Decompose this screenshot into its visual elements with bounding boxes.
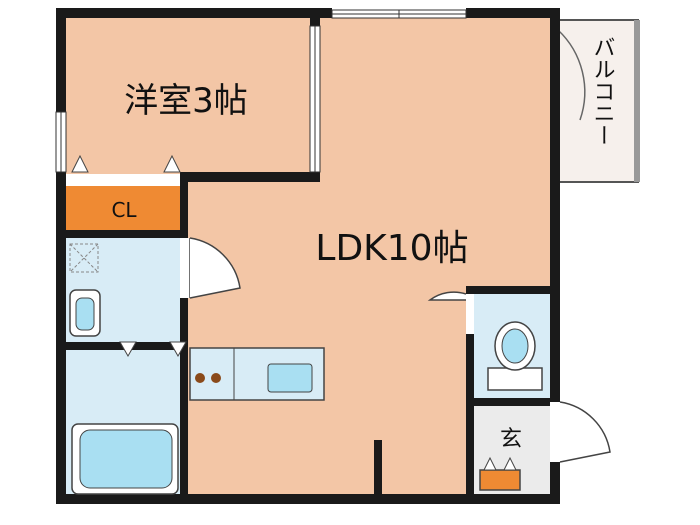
washbasin xyxy=(69,289,101,337)
western-room-label: 洋室3帖 xyxy=(124,81,248,121)
wall-top-left xyxy=(56,8,332,18)
wall-wet-area xyxy=(180,172,188,496)
wall-right xyxy=(550,8,560,504)
stove-burner-icon xyxy=(195,373,205,383)
top-window xyxy=(331,9,467,19)
shoe-cabinet xyxy=(479,456,521,491)
balcony-rail xyxy=(634,20,640,182)
wall-toilet-top xyxy=(466,286,556,294)
left-window xyxy=(55,111,67,173)
wall-toilet-left xyxy=(466,286,474,496)
wall-closet-bottom xyxy=(62,230,188,238)
closet-door-marks xyxy=(71,154,181,173)
bathroom-door-marks xyxy=(119,341,187,358)
bathtub xyxy=(71,423,179,495)
wall-western-room-bottom xyxy=(180,172,320,182)
closet-label: CL xyxy=(111,198,137,222)
balcony-label: バルコニー xyxy=(590,36,615,146)
balcony-door-swing xyxy=(557,29,586,121)
wall-stub xyxy=(374,440,382,496)
western-room-sliding-door xyxy=(309,25,321,173)
wall-bottom xyxy=(56,494,560,504)
washroom-door xyxy=(180,237,241,299)
closet-area xyxy=(66,186,182,230)
wall-top-right xyxy=(466,8,560,18)
toilet-door xyxy=(427,291,474,334)
ventilation-symbol xyxy=(69,243,99,273)
kitchen-counter xyxy=(189,347,325,401)
balcony xyxy=(557,19,640,183)
entrance-label: 玄 xyxy=(500,427,522,452)
kitchen-sink xyxy=(267,363,313,393)
toilet-fixture xyxy=(487,321,543,391)
entrance-door xyxy=(550,401,611,463)
ldk-label: LDK10帖 xyxy=(315,228,468,269)
stove-burner-icon xyxy=(211,373,221,383)
wall-left xyxy=(56,8,66,504)
wall-toilet-bottom xyxy=(466,398,556,406)
